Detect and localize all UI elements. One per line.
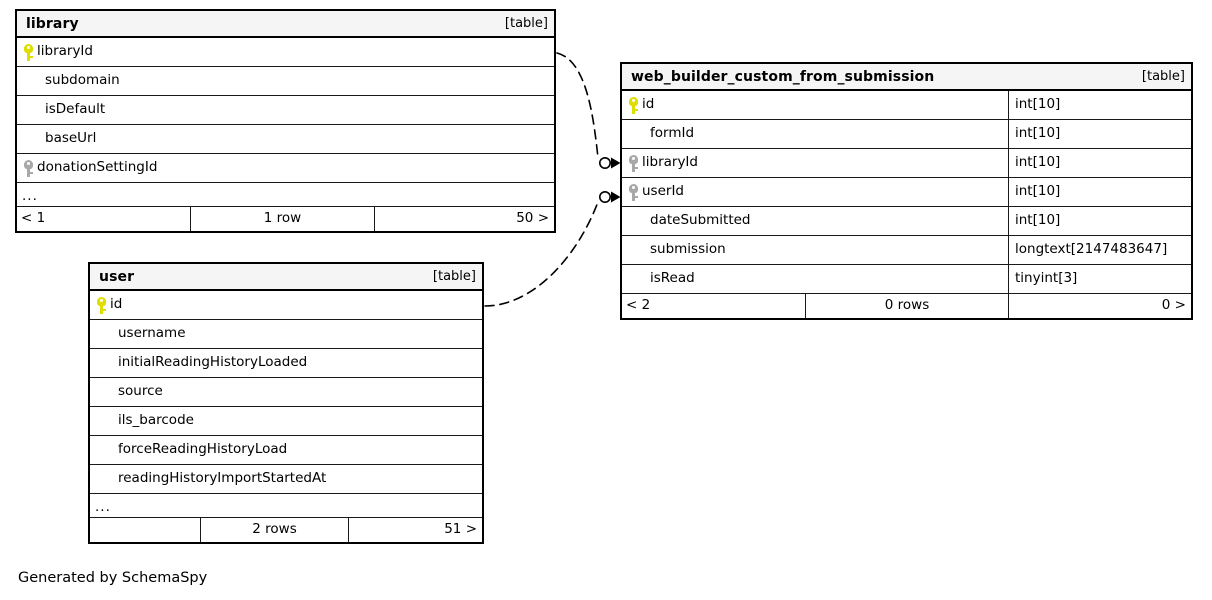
column-name: baseUrl xyxy=(45,132,97,146)
table-library[interactable]: library [table] libraryId subdomain isDe… xyxy=(15,9,556,233)
footer-inbound-count[interactable] xyxy=(90,518,200,542)
footer-inbound-count[interactable]: < 1 xyxy=(21,210,46,227)
primary-key-icon xyxy=(24,43,33,61)
footer-row-count: 1 row xyxy=(190,207,374,231)
footer-row-count: 0 rows xyxy=(805,294,1008,318)
column-row-donationSettingId[interactable]: donationSettingId xyxy=(17,154,554,183)
footer-row-count: 2 rows xyxy=(200,518,348,542)
table-footer-web-builder-custom-from-submission: < 2 0 rows 0 > xyxy=(622,294,1191,318)
table-footer-user: 2 rows 51 > xyxy=(90,518,482,542)
column-name: id xyxy=(110,296,123,313)
column-row-formId[interactable]: formId int[10] xyxy=(622,120,1191,149)
foreign-key-icon xyxy=(24,159,33,177)
more-columns-indicator: ... xyxy=(90,494,482,518)
column-row-dateSubmitted[interactable]: dateSubmitted int[10] xyxy=(622,207,1191,236)
table-header-user: user [table] xyxy=(90,264,482,291)
relationship-line xyxy=(556,52,599,159)
footer-outbound-count[interactable]: 50 > xyxy=(374,207,554,231)
table-header-web-builder-custom-from-submission: web_builder_custom_from_submission [tabl… xyxy=(622,64,1191,91)
column-type: int[10] xyxy=(1008,91,1191,119)
column-row-userId[interactable]: userId int[10] xyxy=(622,178,1191,207)
column-name: formId xyxy=(650,127,695,141)
table-user[interactable]: user [table] id username initialReadingH… xyxy=(88,262,484,544)
column-row-readingHistoryImportStartedAt[interactable]: readingHistoryImportStartedAt xyxy=(90,465,482,494)
column-type: int[10] xyxy=(1008,120,1191,148)
column-type: int[10] xyxy=(1008,207,1191,235)
foreign-key-icon xyxy=(629,154,638,172)
column-name: dateSubmitted xyxy=(650,214,751,228)
column-type: int[10] xyxy=(1008,178,1191,206)
column-name: donationSettingId xyxy=(37,159,158,176)
column-row-id[interactable]: id xyxy=(90,291,482,320)
table-name-library: library xyxy=(26,15,79,32)
more-columns-indicator: ... xyxy=(17,183,554,207)
column-name: submission xyxy=(650,243,726,257)
primary-key-icon xyxy=(97,296,106,314)
table-header-library: library [table] xyxy=(17,11,554,38)
column-row-libraryId[interactable]: libraryId int[10] xyxy=(622,149,1191,178)
footer-outbound-count[interactable]: 0 > xyxy=(1008,294,1191,318)
column-row-subdomain[interactable]: subdomain xyxy=(17,67,554,96)
table-tag-user: [table] xyxy=(432,269,476,284)
table-name-web-builder-custom-from-submission: web_builder_custom_from_submission xyxy=(631,68,935,85)
column-name: ils_barcode xyxy=(118,414,194,428)
column-row-initialReadingHistoryLoaded[interactable]: initialReadingHistoryLoaded xyxy=(90,349,482,378)
table-tag-library: [table] xyxy=(504,16,548,31)
table-web-builder-custom-from-submission[interactable]: web_builder_custom_from_submission [tabl… xyxy=(620,62,1193,320)
footer-inbound-count[interactable]: < 2 xyxy=(626,297,651,314)
primary-key-icon xyxy=(629,96,638,114)
column-name: initialReadingHistoryLoaded xyxy=(118,356,308,370)
column-name: readingHistoryImportStartedAt xyxy=(118,472,327,486)
table-tag-web-builder-custom-from-submission: [table] xyxy=(1141,69,1185,84)
column-type: tinyint[3] xyxy=(1008,265,1191,293)
column-row-username[interactable]: username xyxy=(90,320,482,349)
relationship-library-to-web-builder-custom-from-submission xyxy=(556,52,621,170)
foreign-key-icon xyxy=(629,183,638,201)
column-row-source[interactable]: source xyxy=(90,378,482,407)
optional-zero-marker xyxy=(598,191,611,204)
column-row-libraryId[interactable]: libraryId xyxy=(17,38,554,67)
generator-credit: Generated by SchemaSpy xyxy=(18,570,208,586)
footer-outbound-count[interactable]: 51 > xyxy=(348,518,482,542)
column-name: source xyxy=(118,385,163,399)
column-name: subdomain xyxy=(45,74,120,88)
column-name: id xyxy=(642,96,655,113)
column-row-baseUrl[interactable]: baseUrl xyxy=(17,125,554,154)
column-row-submission[interactable]: submission longtext[2147483647] xyxy=(622,236,1191,265)
column-name: libraryId xyxy=(642,154,698,171)
table-footer-library: < 1 1 row 50 > xyxy=(17,207,554,231)
column-name: userId xyxy=(642,183,684,200)
table-name-user: user xyxy=(99,268,135,285)
column-row-ils-barcode[interactable]: ils_barcode xyxy=(90,407,482,436)
column-name: isRead xyxy=(650,272,695,286)
column-name: username xyxy=(118,327,186,341)
column-name: libraryId xyxy=(37,43,93,60)
optional-zero-marker xyxy=(598,157,611,170)
column-type: longtext[2147483647] xyxy=(1008,236,1191,264)
column-type: int[10] xyxy=(1008,149,1191,177)
column-row-isRead[interactable]: isRead tinyint[3] xyxy=(622,265,1191,294)
column-row-isDefault[interactable]: isDefault xyxy=(17,96,554,125)
column-row-forceReadingHistoryLoad[interactable]: forceReadingHistoryLoad xyxy=(90,436,482,465)
column-name: isDefault xyxy=(45,103,106,117)
column-row-id[interactable]: id int[10] xyxy=(622,91,1191,120)
column-name: forceReadingHistoryLoad xyxy=(118,443,288,457)
